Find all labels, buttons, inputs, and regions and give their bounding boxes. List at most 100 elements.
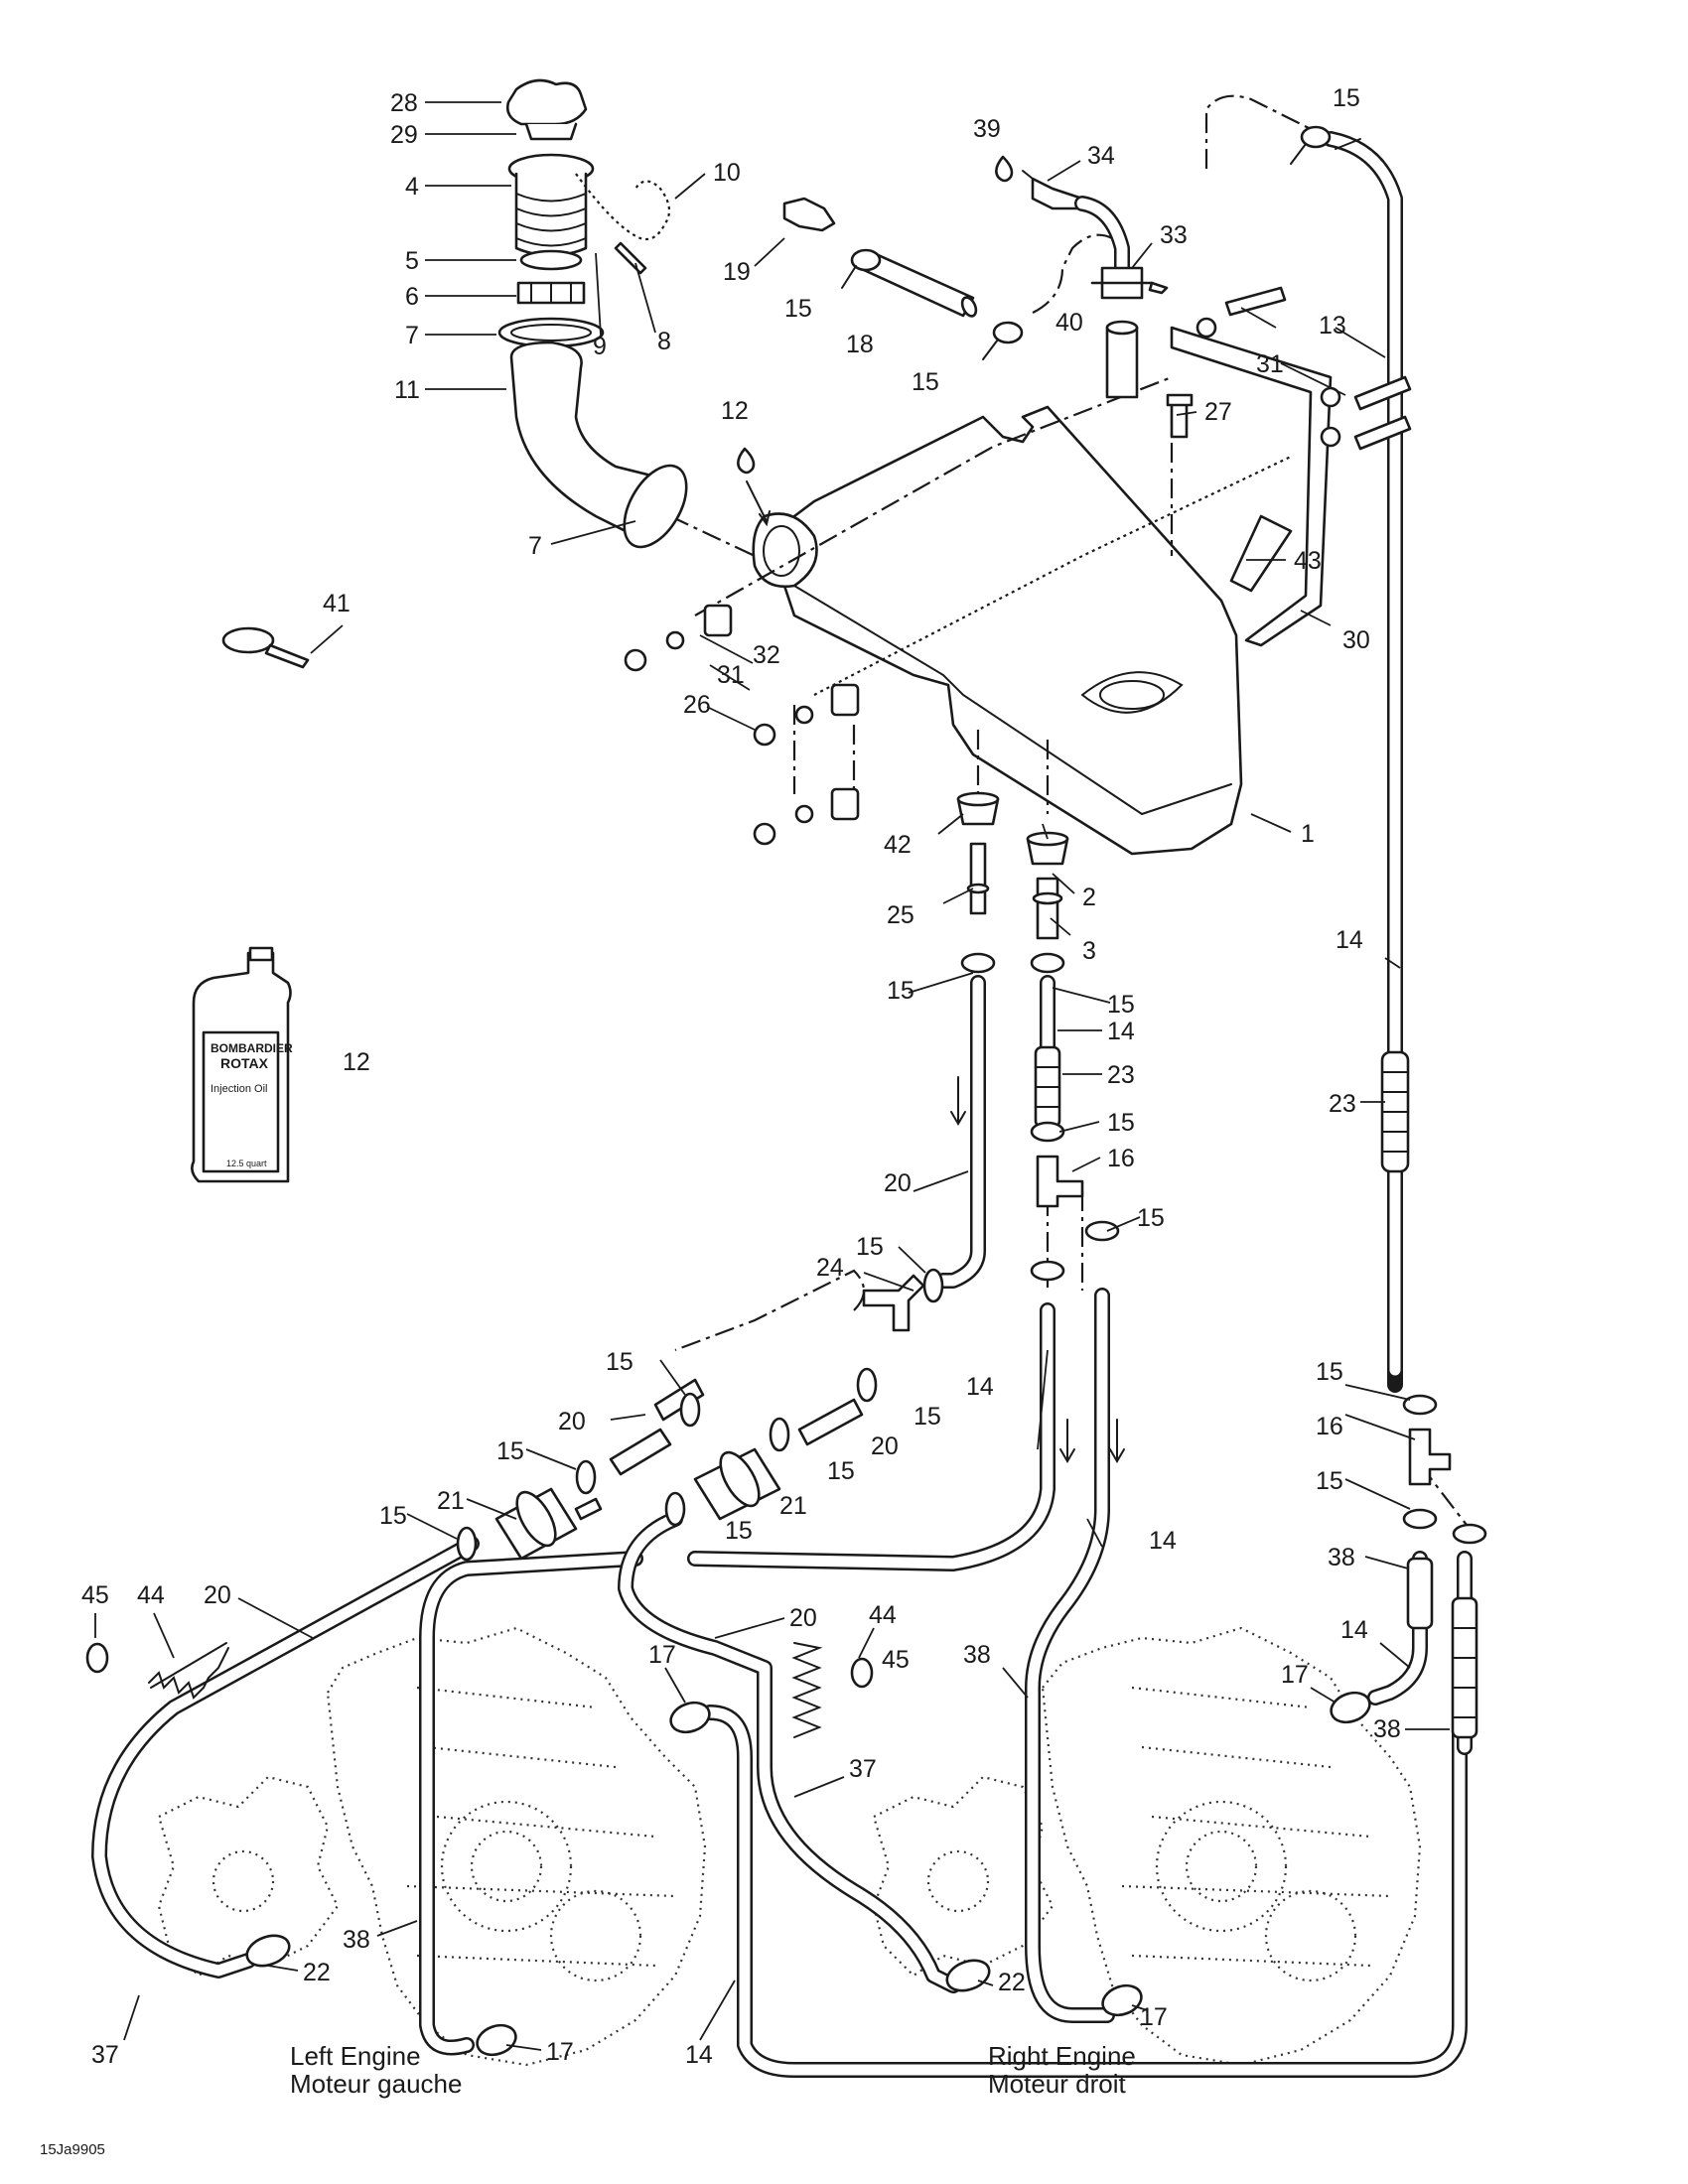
callout-33: 33 [1160,221,1188,249]
clamp-upper [497,317,605,348]
oil-bottle-line: ROTAX [220,1055,269,1071]
callout-38-right-a: 38 [1328,1544,1355,1571]
assembly-lines [669,94,1471,1530]
callout-16-lower: 16 [1316,1413,1343,1440]
filter-21-left [494,1487,603,1561]
callout-15-mid-b: 15 [1107,991,1135,1019]
callout-15-top-c: 15 [912,368,939,396]
callout-17-center: 17 [648,1641,676,1669]
callout-31-left: 31 [717,661,745,689]
callout-20-center: 20 [789,1604,817,1632]
callout-29: 29 [390,121,418,149]
callout-32: 32 [753,641,780,669]
hose-20-segments [609,1378,864,1476]
callout-20-mid: 20 [884,1169,912,1197]
hose-20-middle [618,1511,961,1993]
callout-40: 40 [1055,309,1083,337]
washer-31 [1196,317,1341,448]
flow-arrows [950,138,1361,1463]
callout-15-mid-e: 15 [856,1233,884,1261]
callout-10: 10 [713,159,741,187]
callout-15-right-a: 15 [1316,1358,1343,1386]
callout-14-low-b: 14 [1149,1527,1177,1555]
tank-bracket [1170,326,1333,647]
callout-3: 3 [1082,937,1096,965]
left-engine-outline [157,1626,707,2067]
callout-14-right-low: 14 [1340,1616,1368,1644]
callout-20-low-a: 20 [558,1408,586,1435]
callout-27: 27 [1204,398,1232,426]
callout-45-center: 45 [882,1646,910,1674]
callout-26: 26 [683,691,711,719]
callout-14-mid: 14 [1107,1018,1135,1045]
callout-5: 5 [405,247,419,275]
callout-38-center: 38 [963,1641,991,1669]
callout-numbers: 28 29 4 10 5 6 7 11 9 8 12 7 41 39 34 19… [81,84,1401,2069]
filler-hose [509,341,657,538]
callout-23-mid: 23 [1107,1061,1135,1089]
callout-15-mid-d: 15 [1137,1204,1165,1232]
drawing-code: 15Ja9905 [40,2141,105,2158]
hose-right-supply-14 [1034,975,1061,1129]
cable-tie-41 [221,626,310,669]
callout-16-upper: 16 [1107,1145,1135,1172]
callout-15-low-f: 15 [725,1517,753,1545]
callout-17-right: 17 [1281,1661,1309,1689]
callout-7-upper: 7 [405,322,419,349]
clamp-15-b [982,321,1024,360]
clamp-lower [623,464,688,549]
callout-37-left: 37 [91,2041,119,2069]
hose-14-bottom [702,1705,1468,2078]
callout-15-right-b: 15 [1316,1467,1343,1495]
clamp-22-left [245,1934,291,1968]
oil-bottle-brand: BOMBARDIER [211,1041,293,1055]
callout-25: 25 [887,901,914,929]
callout-15-low-b: 15 [496,1437,524,1465]
oil-bottle-volume: 12.5 quart [226,1159,267,1168]
filler-neck [507,153,595,257]
leader-lines [94,101,1450,2051]
check-valve [1031,177,1169,300]
callout-38-right-b: 38 [1373,1715,1401,1743]
callout-11: 11 [394,376,420,404]
clamp-17-d [1330,1691,1371,1724]
callout-23-right: 23 [1329,1090,1356,1118]
callout-20-low-b: 20 [871,1433,899,1460]
hose-38-right-a [1367,1551,1434,1706]
right-engine-caption-en: Right Engine [988,2041,1136,2071]
tank-grommet-40 [1105,320,1139,399]
bolt-27 [1166,393,1194,439]
hose-14-right-a [687,1302,1055,1571]
left-engine-caption-en: Left Engine [290,2041,421,2071]
callout-22-right: 22 [998,1969,1026,1996]
clamp-22-right [945,1959,991,1992]
callout-28: 28 [390,89,418,117]
hose-20-left-engine [91,1536,480,1979]
callout-17-left: 17 [546,2038,574,2066]
clamp-17-a [669,1701,711,1734]
gasket-ring [519,249,583,271]
callout-41: 41 [323,590,351,617]
elbow-25 [966,842,990,915]
oil-tank [752,405,1243,856]
callout-15-top-b: 15 [1333,84,1360,112]
callout-31-top: 31 [1256,350,1284,378]
clamp-17-b [476,2023,517,2057]
callout-8: 8 [657,328,671,355]
callout-15-low-d: 15 [914,1403,941,1431]
outlet-fitting-42 [956,791,1000,826]
callout-15-top-a: 15 [784,295,812,323]
spring-44-right [791,1642,823,1738]
bolt-13-c [1353,415,1412,451]
tether-chain [575,173,671,275]
callout-37-center: 37 [849,1755,877,1783]
vent-sleeve-23 [1380,1050,1410,1173]
callout-14-right: 14 [1336,926,1363,954]
tee-16-lower [1408,1428,1452,1486]
callout-20-left: 20 [204,1581,231,1609]
callout-44-center: 44 [869,1601,897,1629]
callout-6: 6 [405,283,419,311]
callout-34: 34 [1087,142,1115,170]
oil-bottle-subtitle: Injection Oil [211,1083,267,1095]
